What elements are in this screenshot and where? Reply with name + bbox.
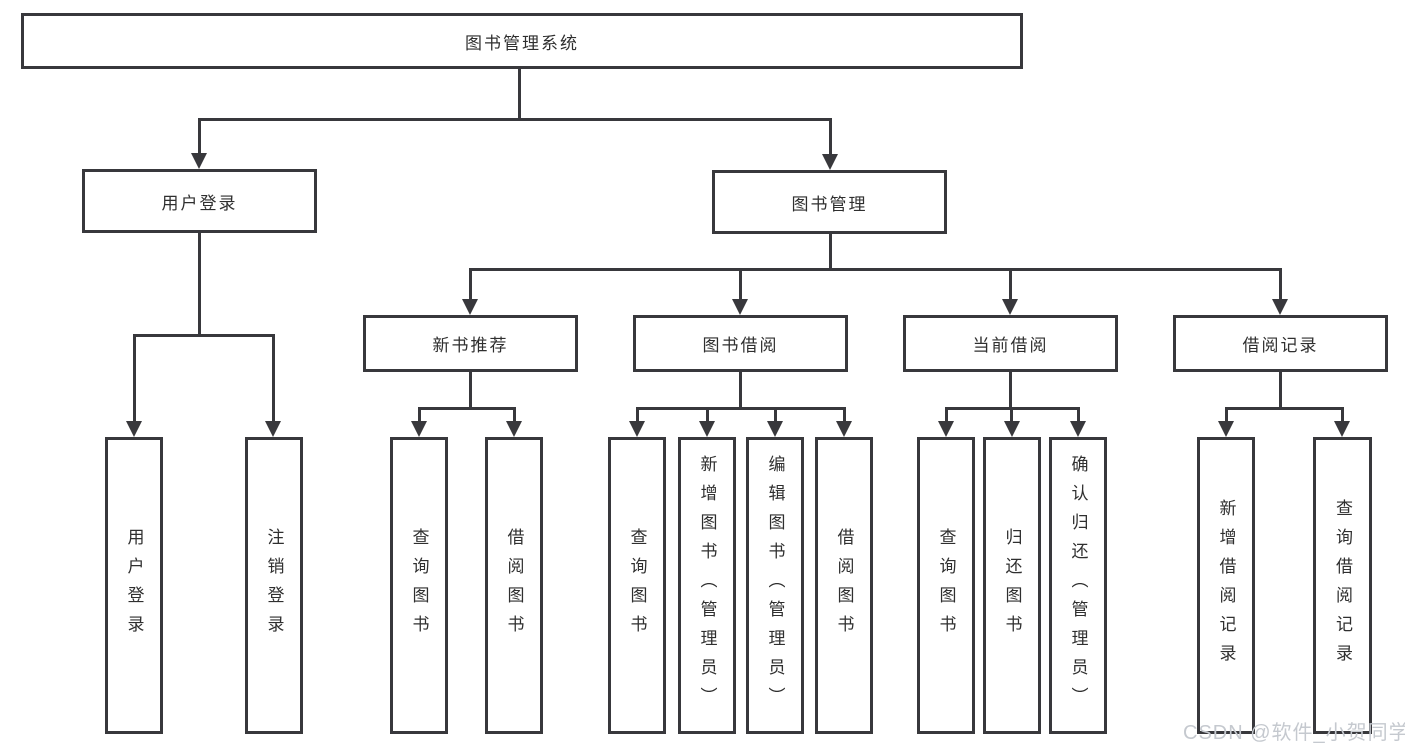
leaf-add-borrow-record: 新增借阅记录 bbox=[1197, 437, 1255, 734]
node-user-login: 用户登录 bbox=[82, 169, 317, 233]
connector-line bbox=[1279, 372, 1282, 410]
node-label: 图书管理 bbox=[791, 194, 868, 214]
leaf-confirm-return-admin: 确认归还（管理员） bbox=[1049, 437, 1107, 734]
leaf-label: 查询图书 bbox=[936, 527, 956, 644]
leaf-label: 借阅图书 bbox=[504, 527, 524, 644]
leaf-label: 查询图书 bbox=[627, 527, 647, 644]
node-borrowing-records: 借阅记录 bbox=[1173, 315, 1388, 372]
arrow-down-icon bbox=[699, 421, 715, 437]
connector-line bbox=[518, 69, 521, 121]
connector-line bbox=[1225, 410, 1228, 421]
connector-line bbox=[829, 121, 832, 154]
leaf-label: 编辑图书（管理员） bbox=[765, 455, 785, 716]
connector-line bbox=[513, 410, 516, 421]
arrow-down-icon bbox=[265, 421, 281, 437]
connector-line bbox=[272, 337, 275, 421]
leaf-label: 确认归还（管理员） bbox=[1068, 455, 1088, 716]
connector-line bbox=[1077, 410, 1080, 421]
node-label: 借阅记录 bbox=[1242, 336, 1319, 355]
leaf-edit-books-admin: 编辑图书（管理员） bbox=[746, 437, 804, 734]
arrow-down-icon bbox=[822, 154, 838, 170]
connector-line bbox=[636, 410, 639, 421]
connector-line bbox=[418, 410, 421, 421]
node-label: 图书借阅 bbox=[702, 336, 779, 355]
connector-line bbox=[198, 121, 201, 154]
connector-line bbox=[739, 372, 742, 410]
node-book-borrowing: 图书借阅 bbox=[633, 315, 848, 372]
connector-line bbox=[739, 271, 742, 299]
arrow-down-icon bbox=[1070, 421, 1086, 437]
leaf-logout: 注销登录 bbox=[245, 437, 303, 734]
arrow-down-icon bbox=[1002, 299, 1018, 315]
node-label: 图书管理系统 bbox=[465, 33, 579, 53]
connector-line bbox=[198, 233, 201, 337]
node-label: 当前借阅 bbox=[972, 336, 1049, 355]
leaf-borrow-books-recommend: 借阅图书 bbox=[485, 437, 543, 734]
arrow-down-icon bbox=[462, 299, 478, 315]
leaf-label: 新增图书（管理员） bbox=[697, 455, 717, 716]
connector-line bbox=[1279, 271, 1282, 299]
leaf-query-books-current: 查询图书 bbox=[917, 437, 975, 734]
connector-line bbox=[829, 234, 832, 271]
arrow-down-icon bbox=[629, 421, 645, 437]
arrow-down-icon bbox=[1218, 421, 1234, 437]
connector-line bbox=[1010, 410, 1013, 421]
connector-line bbox=[843, 410, 846, 421]
connector-line bbox=[1009, 372, 1012, 410]
leaf-label: 查询图书 bbox=[409, 527, 429, 644]
leaf-query-books-recommend: 查询图书 bbox=[390, 437, 448, 734]
connector-line bbox=[133, 334, 275, 337]
arrow-down-icon bbox=[411, 421, 427, 437]
leaf-label: 归还图书 bbox=[1002, 527, 1022, 644]
arrow-down-icon bbox=[126, 421, 142, 437]
connector-line bbox=[418, 407, 516, 410]
leaf-add-books-admin: 新增图书（管理员） bbox=[678, 437, 736, 734]
node-current-borrowing: 当前借阅 bbox=[903, 315, 1118, 372]
connector-line bbox=[636, 407, 846, 410]
connector-line bbox=[469, 271, 472, 299]
node-label: 新书推荐 bbox=[432, 336, 509, 355]
node-label: 用户登录 bbox=[161, 193, 238, 213]
connector-line bbox=[1225, 407, 1344, 410]
leaf-query-books-borrowing: 查询图书 bbox=[608, 437, 666, 734]
leaf-borrow-books-borrowing: 借阅图书 bbox=[815, 437, 873, 734]
node-library-management-system: 图书管理系统 bbox=[21, 13, 1023, 69]
arrow-down-icon bbox=[506, 421, 522, 437]
leaf-return-books: 归还图书 bbox=[983, 437, 1041, 734]
leaf-label: 查询借阅记录 bbox=[1333, 498, 1352, 673]
leaf-user-login: 用户登录 bbox=[105, 437, 163, 734]
arrow-down-icon bbox=[767, 421, 783, 437]
arrow-down-icon bbox=[1272, 299, 1288, 315]
connector-line bbox=[774, 410, 777, 421]
connector-line bbox=[469, 268, 1282, 271]
arrow-down-icon bbox=[836, 421, 852, 437]
arrow-down-icon bbox=[732, 299, 748, 315]
connector-line bbox=[133, 337, 136, 421]
node-book-management: 图书管理 bbox=[712, 170, 947, 234]
leaf-label: 用户登录 bbox=[124, 527, 144, 644]
connector-line bbox=[198, 118, 832, 121]
leaf-label: 注销登录 bbox=[264, 527, 284, 644]
arrow-down-icon bbox=[1004, 421, 1020, 437]
leaf-query-borrow-record: 查询借阅记录 bbox=[1313, 437, 1372, 734]
leaf-label: 借阅图书 bbox=[834, 527, 854, 644]
node-new-book-recommendation: 新书推荐 bbox=[363, 315, 578, 372]
connector-line bbox=[469, 372, 472, 410]
connector-line bbox=[1341, 410, 1344, 421]
connector-line bbox=[945, 407, 1080, 410]
csdn-watermark: CSDN @软件_小贺同学 bbox=[1183, 722, 1405, 744]
arrow-down-icon bbox=[1334, 421, 1350, 437]
connector-line bbox=[1009, 271, 1012, 299]
connector-line bbox=[706, 410, 709, 421]
arrow-down-icon bbox=[191, 153, 207, 169]
leaf-label: 新增借阅记录 bbox=[1216, 498, 1236, 673]
connector-line bbox=[945, 410, 948, 421]
arrow-down-icon bbox=[938, 421, 954, 437]
